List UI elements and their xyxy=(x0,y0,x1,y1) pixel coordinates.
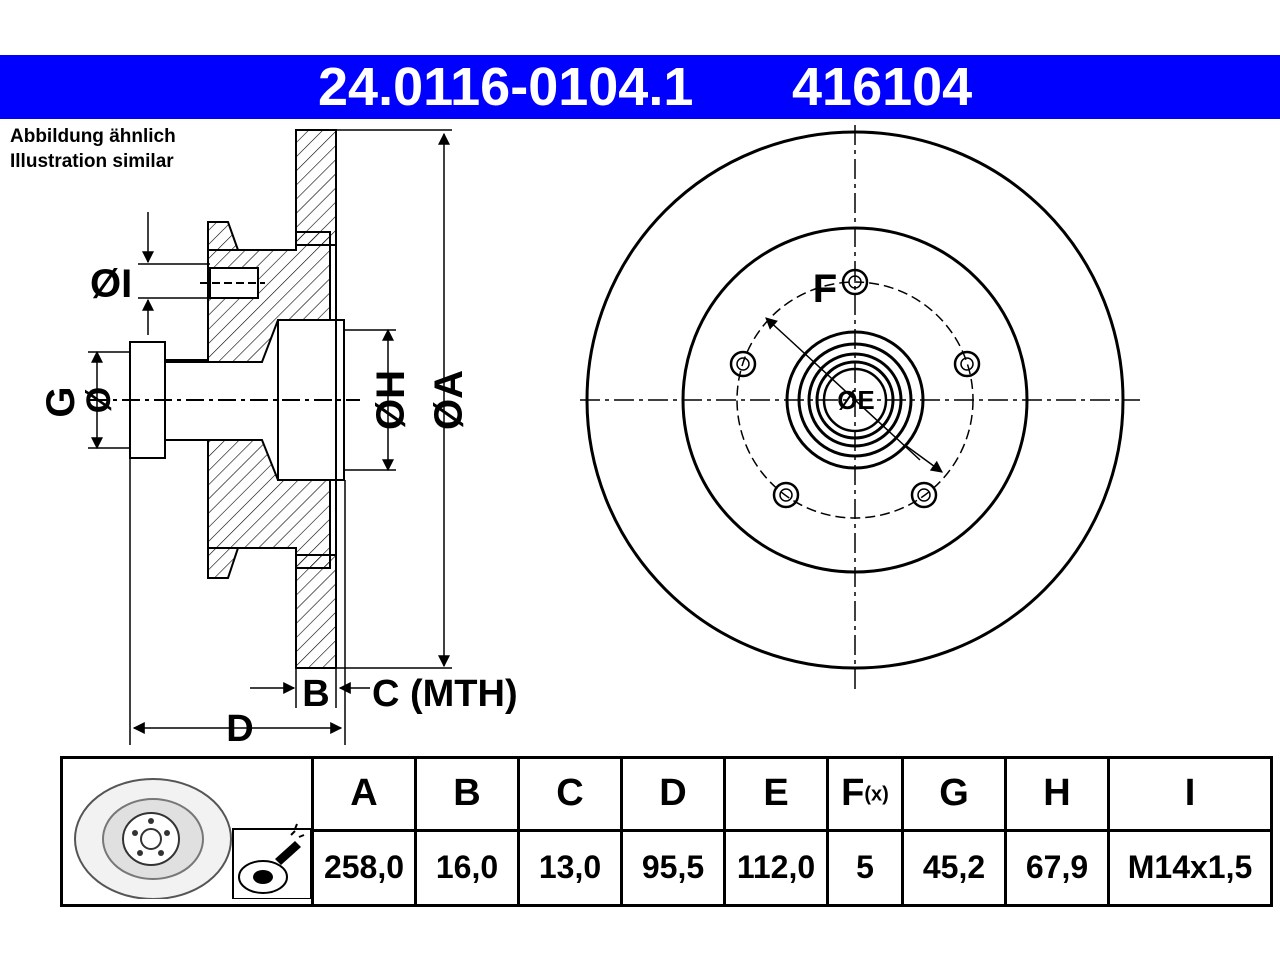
note-line-en: Illustration similar xyxy=(10,151,174,172)
header-i: I xyxy=(1107,756,1273,832)
disc-lower-section xyxy=(295,554,337,669)
header-e: E xyxy=(723,756,829,832)
label-g-dia: Ø xyxy=(80,387,118,413)
header-f-suffix: (x) xyxy=(864,783,889,806)
front-view xyxy=(580,125,1140,690)
label-dia-h: ØH xyxy=(369,370,413,430)
header-a: A xyxy=(311,756,417,832)
value-c: 13,0 xyxy=(517,828,623,908)
label-c-mth: C (MTH) xyxy=(372,673,518,715)
illustration-note: Abbildung ähnlich Illustration similar xyxy=(10,124,176,174)
header-f: F(x) xyxy=(826,756,904,832)
header-f-letter: F xyxy=(841,772,865,815)
label-dia-i: ØI xyxy=(90,262,132,306)
header-d: D xyxy=(620,756,726,832)
technical-drawing: ØI G Ø ØH ØA B C (MTH) D F ØE xyxy=(39,125,1140,750)
value-i: M14x1,5 xyxy=(1107,828,1273,908)
value-g: 45,2 xyxy=(901,828,1007,908)
header-bar: 24.0116-0104.1 416104 xyxy=(0,55,1280,119)
label-g: G xyxy=(39,386,83,417)
part-number: 24.0116-0104.1 xyxy=(318,57,694,117)
spec-table: A B C D E F(x) G H I 258,0 16,0 13,0 95,… xyxy=(60,756,1273,908)
disc-thumbnail xyxy=(74,778,312,900)
header-h: H xyxy=(1004,756,1110,832)
label-f: F xyxy=(813,267,837,311)
header-g: G xyxy=(901,756,1007,832)
spec-value-row: 258,0 16,0 13,0 95,5 112,0 5 45,2 67,9 M… xyxy=(62,828,1273,908)
label-b: B xyxy=(302,673,329,715)
label-dia-a: ØA xyxy=(427,370,471,430)
value-a: 258,0 xyxy=(311,828,417,908)
header-c: C xyxy=(517,756,623,832)
disc-upper-section xyxy=(295,129,337,246)
header-b: B xyxy=(414,756,520,832)
value-f: 5 xyxy=(826,828,904,908)
value-d: 95,5 xyxy=(620,828,726,908)
value-e: 112,0 xyxy=(723,828,829,908)
thumbnail-cell xyxy=(60,756,314,907)
value-b: 16,0 xyxy=(414,828,520,908)
bolt-holes xyxy=(729,268,981,509)
label-dia-e: ØE xyxy=(837,385,875,415)
reference-number: 416104 xyxy=(792,57,973,117)
label-d: D xyxy=(226,708,253,750)
side-view-outlines xyxy=(90,245,360,555)
note-line-de: Abbildung ähnlich xyxy=(10,126,176,147)
spec-header-row: A B C D E F(x) G H I xyxy=(60,756,1273,907)
value-h: 67,9 xyxy=(1004,828,1110,908)
side-dimensions xyxy=(88,129,452,745)
